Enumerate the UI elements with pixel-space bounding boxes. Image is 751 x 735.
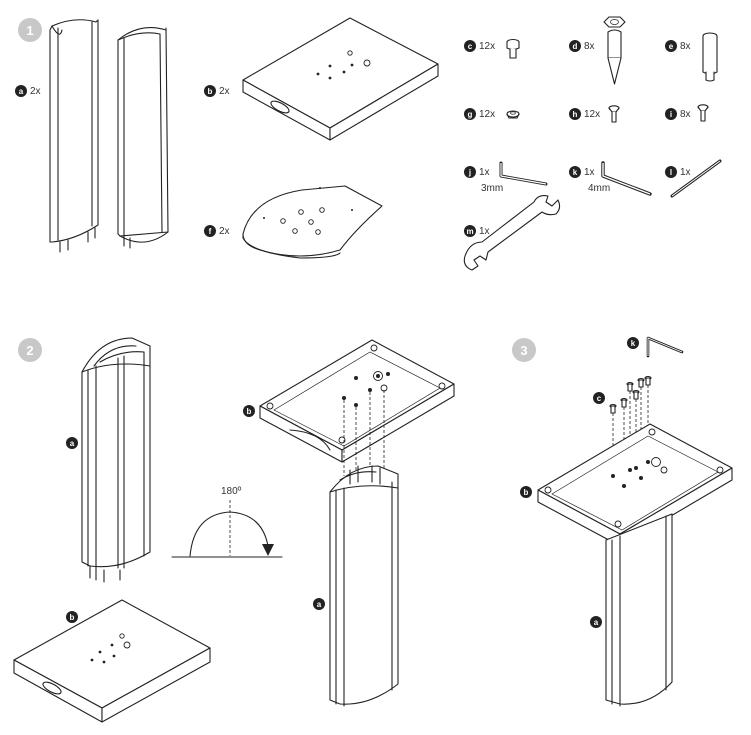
svg-text:2x: 2x bbox=[219, 226, 230, 237]
svg-text:i: i bbox=[670, 110, 672, 119]
svg-text:m: m bbox=[466, 227, 473, 236]
part-g-label: g 12x bbox=[464, 108, 495, 120]
part-l-rod-icon bbox=[670, 159, 722, 198]
part-c-label: c 12x bbox=[464, 40, 495, 52]
part-h-label: h 12x bbox=[569, 108, 600, 120]
part-m-wrench-icon bbox=[463, 195, 561, 271]
svg-text:2: 2 bbox=[26, 343, 33, 358]
svg-text:k: k bbox=[631, 339, 636, 348]
step-3-c-label: c bbox=[593, 392, 605, 404]
part-j-label: j 1x 3mm bbox=[464, 166, 503, 194]
part-f-foot-plate bbox=[242, 185, 383, 259]
step-3-badge: 3 bbox=[512, 338, 536, 362]
part-a-column-profiles bbox=[49, 19, 169, 253]
svg-text:a: a bbox=[19, 87, 24, 96]
svg-text:f: f bbox=[209, 227, 212, 236]
part-i-label: i 8x bbox=[665, 108, 691, 120]
step-2-b-label-lower: b bbox=[66, 611, 78, 623]
part-k-hex-key-icon bbox=[601, 161, 652, 196]
svg-text:d: d bbox=[573, 42, 578, 51]
svg-text:12x: 12x bbox=[479, 41, 495, 52]
step-2-flipped-base-plate bbox=[259, 339, 455, 463]
svg-text:2x: 2x bbox=[219, 86, 230, 97]
svg-text:c: c bbox=[468, 42, 473, 51]
part-a-label: a 2x bbox=[15, 85, 41, 97]
svg-text:2x: 2x bbox=[30, 86, 41, 97]
svg-text:3mm: 3mm bbox=[481, 183, 503, 194]
svg-text:b: b bbox=[247, 407, 252, 416]
step-2-alignment-lines bbox=[343, 390, 385, 478]
svg-text:j: j bbox=[468, 168, 471, 177]
svg-text:12x: 12x bbox=[479, 109, 495, 120]
part-d-label: d 8x bbox=[569, 40, 595, 52]
svg-text:b: b bbox=[524, 488, 529, 497]
svg-text:1x: 1x bbox=[479, 167, 490, 178]
part-e-label: e 8x bbox=[665, 40, 691, 52]
svg-text:3: 3 bbox=[520, 343, 527, 358]
rotation-label: 180º bbox=[221, 486, 242, 497]
part-c-screw-icon bbox=[506, 38, 520, 59]
step-2-base-plate bbox=[13, 599, 211, 723]
svg-text:1x: 1x bbox=[680, 167, 691, 178]
part-i-screw-icon bbox=[697, 104, 709, 122]
step-2-b-label-upper: b bbox=[243, 405, 255, 417]
step-2-a-label-assembled: a bbox=[313, 598, 325, 610]
part-h-screw-icon bbox=[608, 105, 620, 123]
svg-text:h: h bbox=[573, 110, 578, 119]
step-3-column bbox=[605, 513, 673, 707]
svg-text:c: c bbox=[597, 394, 602, 403]
svg-text:k: k bbox=[573, 168, 578, 177]
step-3-base-plate bbox=[537, 423, 733, 547]
rotation-indicator bbox=[171, 500, 283, 558]
part-j-hex-key-icon bbox=[499, 161, 548, 186]
part-e-foot-icon bbox=[702, 32, 718, 82]
svg-text:a: a bbox=[594, 618, 599, 627]
svg-text:8x: 8x bbox=[680, 109, 691, 120]
svg-text:g: g bbox=[468, 110, 473, 119]
svg-text:a: a bbox=[317, 600, 322, 609]
part-l-label: l 1x bbox=[665, 166, 691, 178]
part-b-base-plate bbox=[242, 17, 439, 141]
svg-text:1x: 1x bbox=[479, 226, 490, 237]
svg-text:e: e bbox=[669, 42, 674, 51]
svg-text:4mm: 4mm bbox=[588, 183, 610, 194]
part-f-label: f 2x bbox=[204, 225, 230, 237]
step-2-a-label: a bbox=[66, 437, 78, 449]
svg-text:1x: 1x bbox=[584, 167, 595, 178]
step-3-k-label: k bbox=[627, 337, 639, 349]
step-2-column-profiles bbox=[81, 337, 151, 583]
step-3-a-label: a bbox=[590, 616, 602, 628]
svg-text:l: l bbox=[670, 168, 672, 177]
svg-text:b: b bbox=[208, 87, 213, 96]
part-d-spike-icon bbox=[603, 16, 626, 85]
part-b-label: b 2x bbox=[204, 85, 230, 97]
part-m-label: m 1x bbox=[464, 225, 490, 237]
step-3-hex-key bbox=[646, 336, 684, 358]
part-g-washer-icon bbox=[506, 110, 520, 119]
svg-text:8x: 8x bbox=[680, 41, 691, 52]
step-2-column-assembled bbox=[329, 465, 399, 707]
svg-text:12x: 12x bbox=[584, 109, 600, 120]
step-2-badge: 2 bbox=[18, 338, 42, 362]
svg-text:1: 1 bbox=[26, 23, 33, 38]
part-k-label: k 1x 4mm bbox=[569, 166, 610, 194]
step-3-b-label: b bbox=[520, 486, 532, 498]
step-1-badge: 1 bbox=[18, 18, 42, 42]
svg-text:a: a bbox=[70, 439, 75, 448]
svg-text:b: b bbox=[70, 613, 75, 622]
svg-text:8x: 8x bbox=[584, 41, 595, 52]
